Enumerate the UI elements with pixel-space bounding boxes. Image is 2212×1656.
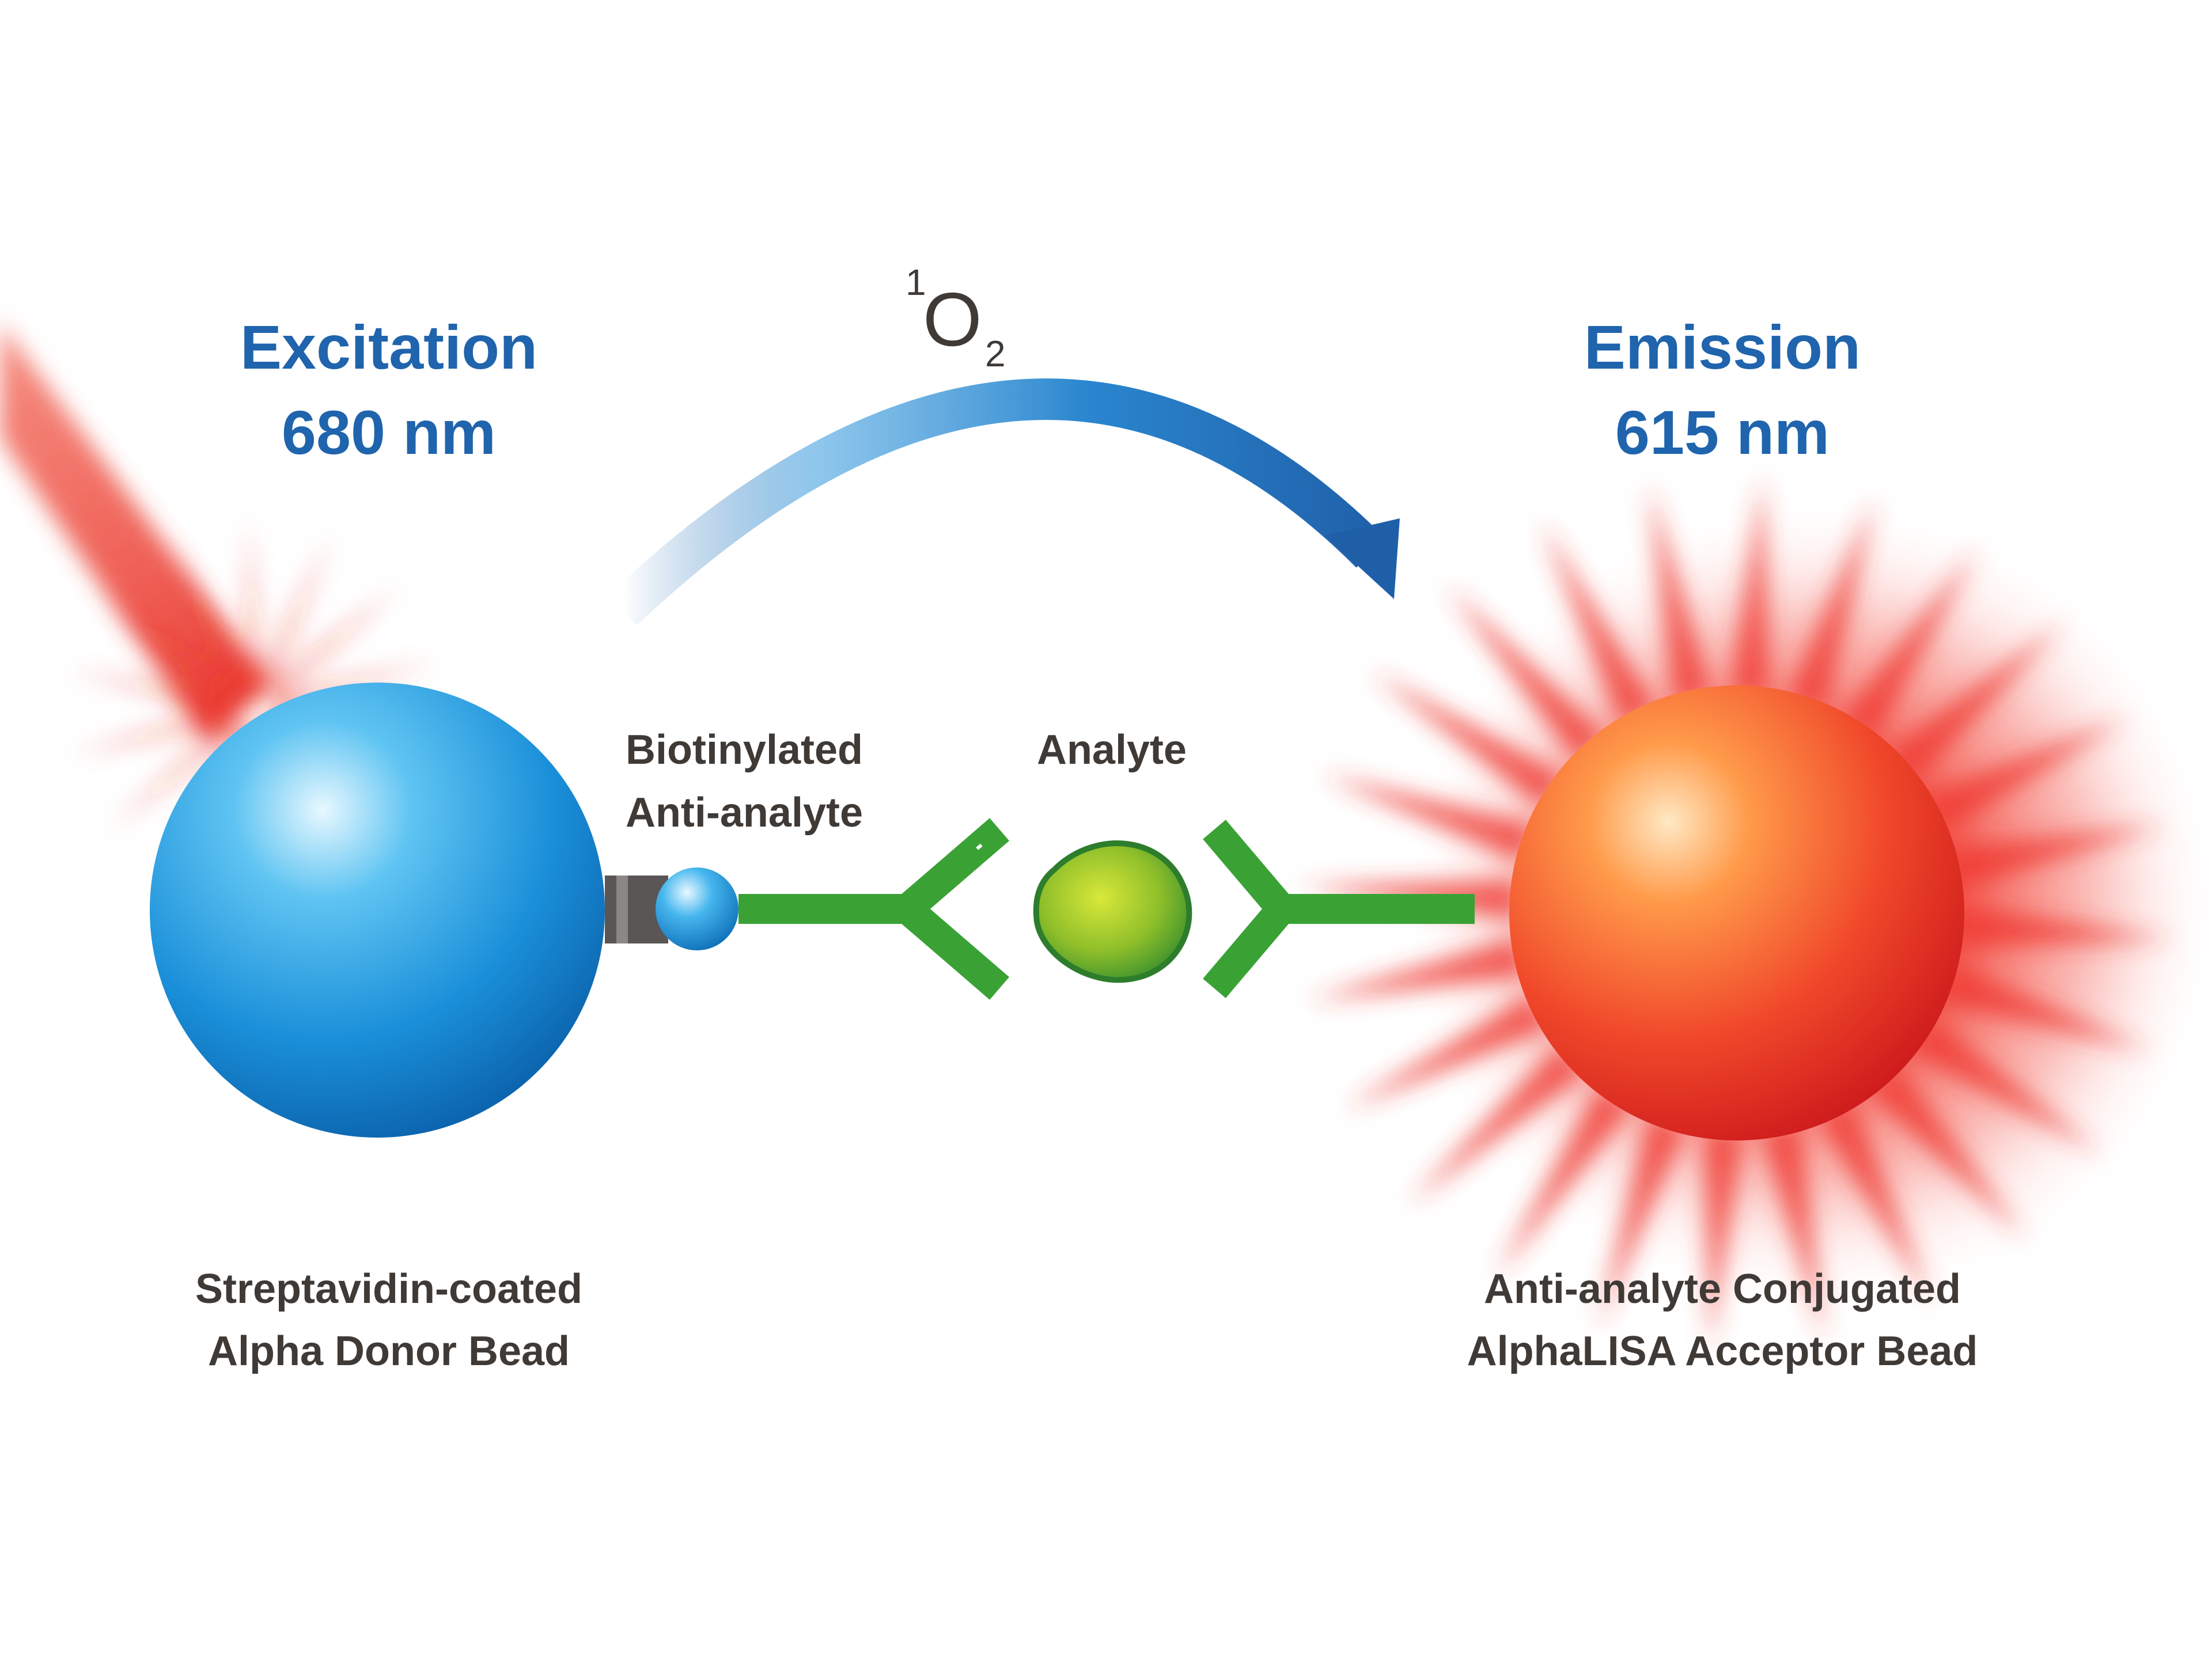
acceptor-bead-label-line1: Anti-analyte Conjugated (1484, 1266, 1961, 1312)
biotinylated-label-line2: Anti-analyte (626, 790, 863, 836)
donor-bead-label-line1: Streptavidin-coated (195, 1266, 582, 1312)
emission-wavelength: 615 nm (1615, 397, 1830, 467)
analyte-molecule (1033, 840, 1192, 983)
donor-bead-label-line2: Alpha Donor Bead (208, 1328, 570, 1374)
emission-label: Emission (1584, 312, 1861, 382)
acceptor-bead-label-line2: AlphaLISA Acceptor Bead (1467, 1328, 1978, 1374)
singlet-oxygen-superscript: 1 (906, 262, 926, 303)
biotinylated-label-line1: Biotinylated (626, 727, 863, 773)
singlet-oxygen-subscript: 2 (985, 333, 1006, 374)
excitation-laser-beam (0, 323, 271, 743)
analyte-label: Analyte (1037, 727, 1187, 773)
acceptor-bead (1509, 685, 1964, 1140)
donor-bead (150, 683, 605, 1138)
excitation-wavelength: 680 nm (282, 397, 496, 467)
singlet-oxygen-symbol: O (923, 277, 982, 362)
excitation-label: Excitation (240, 312, 537, 382)
biotinylated-antibody (738, 818, 1009, 1000)
biotin-bead (656, 867, 738, 950)
singlet-oxygen-arrow (608, 378, 1400, 626)
acceptor-antibody (1203, 820, 1475, 998)
singlet-oxygen-label: 1 O 2 (906, 262, 1006, 374)
